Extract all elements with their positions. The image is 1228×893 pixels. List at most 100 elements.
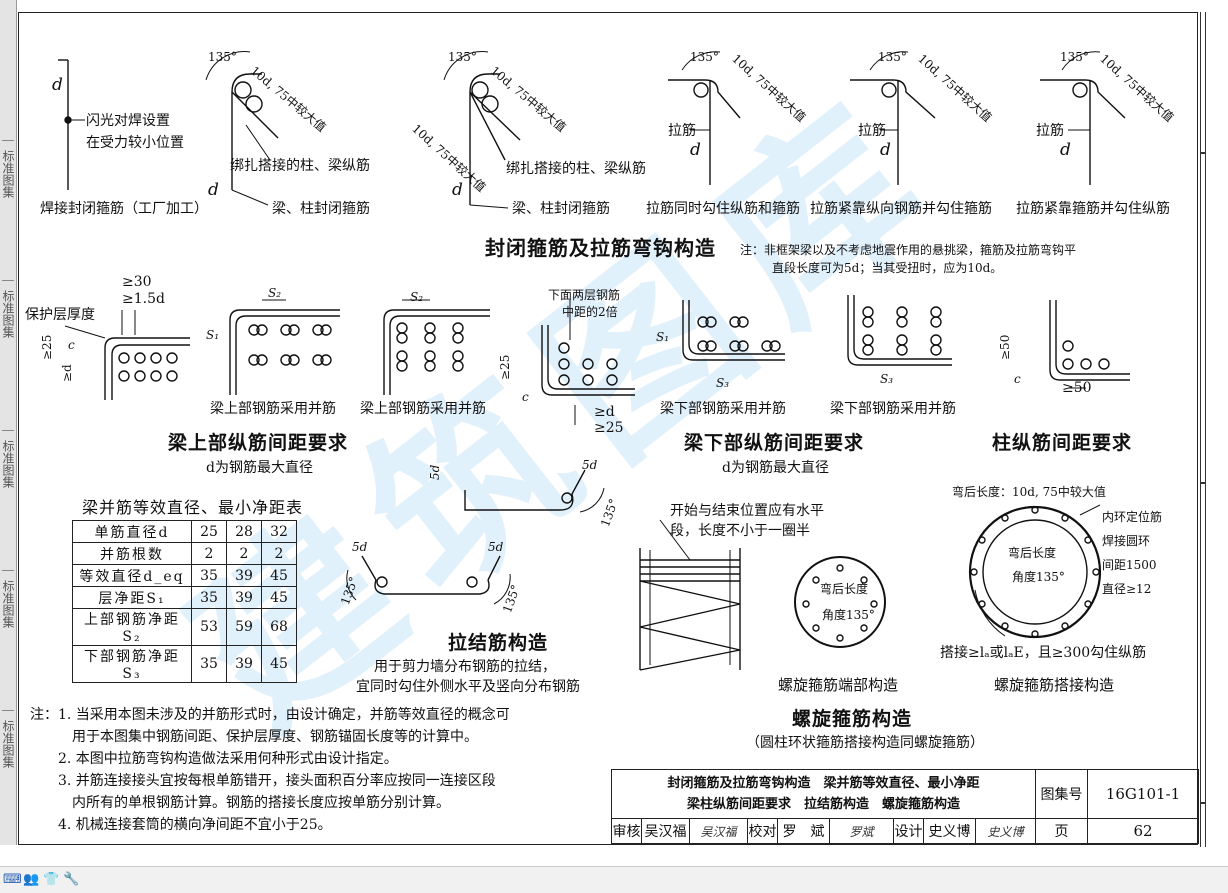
beam-top-drawing-1 [64, 310, 190, 400]
drawing-title-2: 梁柱纵筋间距要求 拉结筋构造 螺旋箍筋构造 [686, 797, 960, 812]
column-drawing [1049, 300, 1130, 389]
binding-text: 标准图集 [1, 150, 15, 198]
spiral-lap-plan-drawing [968, 504, 1102, 639]
angle-label: 135° [878, 50, 907, 64]
stirrup-label: 梁、柱封闭箍筋 [512, 201, 610, 217]
bundle-bar-label: 绑扎搭接的柱、梁纵筋 [230, 158, 370, 174]
keyboard-icon[interactable]: ⌨ [3, 872, 22, 887]
table-row: 下部钢筋净距S₃ 35 39 45 [72, 645, 297, 683]
bundle-bar-label: 绑扎搭接的柱、梁纵筋 [506, 161, 646, 177]
spiral-start-note-2: 段，长度不小于一圈半 [670, 523, 810, 539]
table-title: 梁并筋等效直径、最小净距表 [82, 498, 304, 517]
lap-bend-label: 弯后长度 [1008, 546, 1057, 560]
dim-5d: 5d [488, 540, 504, 554]
dim-ge25: ≥25 [594, 420, 624, 436]
bottom-bars-note-1: 下面两层钢筋 [548, 288, 621, 302]
dim-c: c [522, 390, 529, 404]
designer-name: 史义博 [924, 819, 976, 843]
dim-5d: 5d [428, 464, 442, 480]
dim-s1: S₁ [206, 328, 220, 342]
dim-s3: S₃ [716, 376, 730, 390]
page-number: 62 [1133, 822, 1153, 840]
flash-weld-note-1: 闪光对焊设置 [86, 113, 170, 129]
spiral-start-note-1: 开始与结束位置应有水平 [670, 503, 824, 519]
stirrup-label: 梁、柱封闭箍筋 [272, 201, 370, 217]
cell: 39 [226, 586, 262, 609]
dim-s1: S₁ [656, 330, 670, 344]
angle-label: 135° [690, 50, 719, 64]
dim-d: d [208, 180, 219, 200]
beam-bottom-drawing-3 [847, 295, 952, 366]
cell: 45 [261, 586, 297, 609]
tie-caption-2: 拉筋紧靠纵向钢筋并勾住箍筋 [810, 201, 992, 217]
ring-note-1: 内环定位筋 [1102, 510, 1163, 524]
reviewer-signature: 吴汉福 [690, 819, 748, 843]
dim-d: d [52, 75, 63, 95]
section-heading-beam-bottom: 梁下部纵筋间距要求 [684, 432, 865, 454]
note-1b: 用于本图集中钢筋间距、保护层厚度、钢筋锚固长度等的计算中。 [72, 729, 478, 745]
dim-s2: S₂ [268, 286, 282, 300]
equivalent-diameter-table: 单筋直径d 25 28 32 并筋根数 2 2 2 等效直径d_eq 35 39… [72, 520, 297, 683]
spiral-subnote: （圆柱环状箍筋搭接构造同螺旋箍筋） [746, 735, 984, 751]
binding-text: 标准图集 [1, 720, 15, 768]
bottom-toolbar: ⌨ 👥 👕 🔧 [0, 866, 1228, 893]
check-label: 校对 [748, 819, 778, 843]
table-row: 上部钢筋净距S₂ 53 59 68 [72, 608, 297, 646]
reviewer-name: 吴汉福 [642, 819, 690, 843]
beam-bottom-subnote: d为钢筋最大直径 [722, 460, 829, 476]
dim-s3: S₃ [880, 372, 894, 386]
cell: 53 [191, 608, 227, 646]
dim-s2: S₂ [410, 290, 424, 304]
dim-ge15d: ≥1.5d [122, 291, 165, 307]
cell: 39 [226, 564, 262, 587]
angle-label: 135° [448, 50, 477, 64]
atlas-label: 图集号 [1036, 770, 1088, 819]
dim-ge50: ≥50 [1062, 380, 1092, 396]
dim-ge25: ≥25 [498, 354, 512, 380]
welded-stirrup-drawing [58, 59, 85, 190]
wrench-icon[interactable]: 🔧 [63, 872, 80, 887]
title-block: 封闭箍筋及拉筋弯钩构造 梁并筋等效直径、最小净距 梁柱纵筋间距要求 拉结筋构造 … [611, 769, 1199, 844]
note-4: 4. 机械连接套筒的横向净间距不宜小于25。 [58, 817, 332, 833]
wall-tie-drawing [346, 469, 605, 605]
spiral-lap-caption: 螺旋箍筋搭接构造 [994, 676, 1115, 694]
drawing-frame [18, 12, 1198, 845]
table-row: 并筋根数 2 2 2 [72, 542, 297, 565]
cell: 59 [226, 608, 262, 646]
cell: 2 [191, 542, 227, 565]
beam-bottom-drawing-1 [541, 300, 635, 425]
dim-d: d [880, 140, 891, 160]
note-3b: 内所有的单根钢筋计算。钢筋的搭接长度应按单筋分别计算。 [72, 795, 450, 811]
dim-ge25: ≥25 [40, 334, 54, 360]
cell: 35 [191, 645, 227, 683]
flash-weld-note-2: 在受力较小位置 [86, 135, 184, 151]
tied-stirrup-drawing-2 [443, 51, 521, 209]
tie-drawing-1 [668, 51, 741, 185]
table-row: 层净距S₁ 35 39 45 [72, 586, 297, 609]
users-icon[interactable]: 👥 [23, 872, 40, 887]
dim-d: d [690, 140, 701, 160]
beam-bottom-caption-2: 梁下部钢筋采用并筋 [830, 401, 956, 417]
row-label: 下部钢筋净距S₃ [72, 645, 192, 683]
binding-strip: 标准图集 标准图集 标准图集 标准图集 标准图集 [0, 0, 17, 845]
section-heading-beam-top: 梁上部纵筋间距要求 [168, 432, 349, 454]
angle-label: 135° [208, 50, 237, 64]
ring-note-4: 直径≥12 [1102, 582, 1152, 596]
spiral-end-plan-drawing [794, 556, 886, 648]
cell: 35 [191, 564, 227, 587]
tie-caption-3: 拉筋紧靠箍筋并勾住纵筋 [1016, 201, 1170, 217]
drawing-title-cell: 封闭箍筋及拉筋弯钩构造 梁并筋等效直径、最小净距 梁柱纵筋间距要求 拉结筋构造 … [612, 770, 1036, 819]
row-label: 层净距S₁ [72, 586, 192, 609]
section-heading-column: 柱纵筋间距要求 [992, 432, 1133, 454]
checker-signature: 罗斌 [830, 819, 894, 843]
beam-top-drawing-2 [229, 299, 340, 395]
cell: 45 [261, 564, 297, 587]
cell: 2 [261, 542, 297, 565]
cover-label: 保护层厚度 [25, 307, 95, 323]
dim-5d: 5d [352, 540, 368, 554]
cell: 28 [226, 520, 262, 543]
shirt-icon[interactable]: 👕 [43, 872, 60, 887]
lap-bend-length: 弯后长度：10d, 75中较大值 [952, 485, 1106, 499]
cell: 32 [261, 520, 297, 543]
